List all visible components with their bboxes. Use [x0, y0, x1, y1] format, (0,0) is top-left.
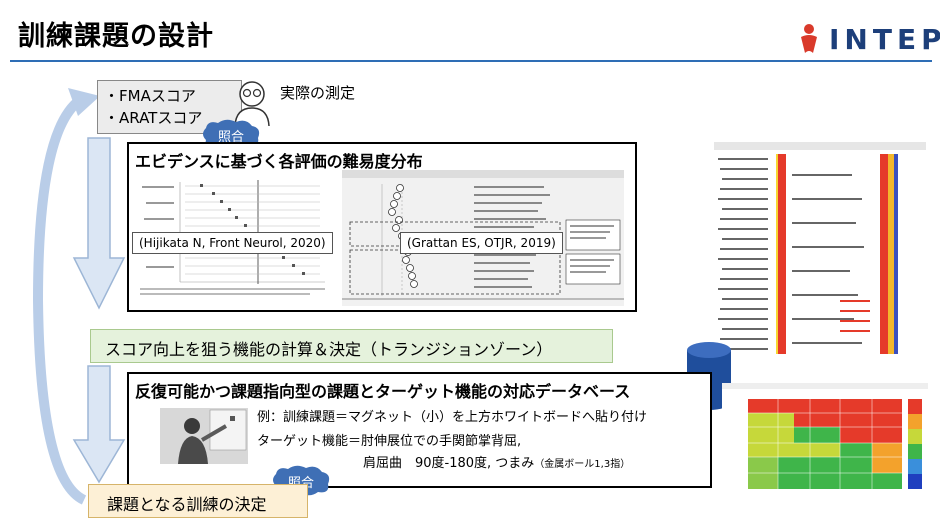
page-title: 訓練課題の設計: [18, 21, 214, 52]
arat-score-item: ・ARATスコア: [104, 109, 203, 127]
fma-score-item: ・FMAスコア: [104, 87, 196, 105]
task-database-box: [127, 372, 712, 488]
hijikata-reference: (Hijikata N, Front Neurol, 2020): [132, 232, 333, 254]
intep-logo-icon: [801, 24, 817, 53]
task-database-title: 反復可能かつ課題指向型の課題とターゲット機能の対応データベース: [135, 382, 631, 401]
loop-arrow: [32, 95, 87, 505]
logo-text: INTEP: [829, 22, 940, 56]
evidence-title: エビデンスに基づく各評価の難易度分布: [135, 152, 423, 171]
training-decision-box: 課題となる訓練の決定: [88, 484, 308, 518]
match-callout-1: 照合: [198, 118, 264, 152]
target-function-note: （金属ボール1,3指）: [534, 459, 631, 470]
grattan-figure: [342, 170, 624, 306]
down-arrow-2: [72, 365, 126, 484]
match-label-1: 照合: [217, 129, 244, 145]
transition-zone-calculation: スコア向上を狙う機能の計算＆決定（トランジションゾーン）: [90, 329, 613, 363]
task-example: 例：訓練課題＝マグネット（小）を上方ホワイトボードへ貼り付け: [257, 410, 648, 425]
target-function-main: 肩屈曲 90度-180度, つまみ: [363, 456, 535, 471]
target-function-line1: ターゲット機能＝肘伸展位での手関節掌背屈,: [257, 434, 522, 449]
target-function-line2: 肩屈曲 90度-180度, つまみ（金属ボール1,3指）: [363, 452, 630, 471]
loop-arrow-head: [68, 88, 100, 116]
header-rule: [10, 60, 932, 62]
grattan-reference: (Grattan ES, OTJR, 2019): [400, 232, 563, 254]
actual-measurement-label: 実際の測定: [280, 84, 356, 102]
database-heatmap: [722, 383, 928, 495]
training-photo: [160, 408, 248, 464]
fma-arat-score-figure: [712, 140, 928, 362]
down-arrow-1: [72, 137, 126, 310]
brand-logo: INTEP: [795, 22, 940, 56]
